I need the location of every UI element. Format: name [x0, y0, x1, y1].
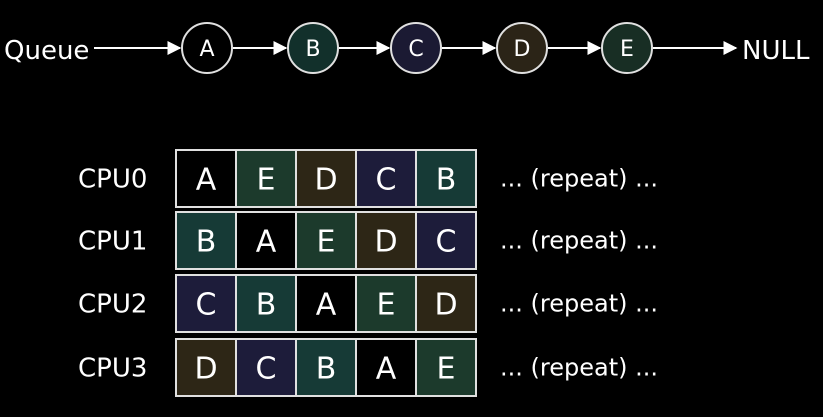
schedule-cell [355, 274, 417, 333]
repeat-label: ... (repeat) ... [500, 227, 658, 255]
schedule-cell-label: A [196, 163, 217, 198]
queue-node: C [390, 22, 442, 74]
schedule-cell-label: D [314, 163, 337, 198]
cpu-label: CPU2 [78, 290, 147, 320]
schedule-cell-label: B [316, 352, 337, 387]
queue-node: E [601, 22, 653, 74]
schedule-cell-label: D [194, 352, 217, 387]
queue-node-label: D [514, 37, 531, 62]
queue-node-label: A [199, 37, 214, 62]
cpu-row: CPU1 B A E D C ... (repeat) ... [78, 211, 658, 270]
queue-node-label: B [305, 37, 320, 62]
schedule-cell-label: B [436, 163, 457, 198]
cpu-label: CPU0 [78, 165, 147, 195]
queue-node-label: E [620, 37, 634, 62]
repeat-label: ... (repeat) ... [500, 165, 658, 193]
schedule-cell-label: E [437, 352, 456, 387]
cpu-row: CPU2 C B A E D ... (repeat) ... [78, 274, 658, 333]
queue-node-circle [181, 22, 233, 74]
schedule-cell-label: E [257, 163, 276, 198]
repeat-label: ... (repeat) ... [500, 354, 658, 382]
schedule-cell-label: C [256, 352, 277, 387]
schedule-cell-label: A [256, 225, 277, 260]
queue-nodes: A B C D E [181, 22, 653, 74]
schedule-cell-label: D [434, 288, 457, 323]
queue-node-circle [601, 22, 653, 74]
queue-node-label: C [408, 37, 423, 62]
cpu-row: CPU0 A E D C B ... (repeat) ... [78, 149, 658, 208]
schedule-cell [235, 338, 297, 397]
schedule-cell-label: A [376, 352, 397, 387]
cpu-row: CPU3 D C B A E ... (repeat) ... [78, 338, 658, 397]
schedule-cell [415, 211, 477, 270]
schedule-cell [295, 149, 357, 208]
schedule-cell-label: C [436, 225, 457, 260]
cpu-label: CPU1 [78, 227, 147, 257]
queue-node: B [287, 22, 339, 74]
queue-node-circle [496, 22, 548, 74]
queue-label: Queue [4, 36, 89, 66]
schedule-cell [295, 274, 357, 333]
queue-node-circle [390, 22, 442, 74]
schedule-cell-label: E [317, 225, 336, 260]
schedule-cell-label: C [376, 163, 397, 198]
schedule-cell [415, 149, 477, 208]
schedule-cell-label: C [196, 288, 217, 323]
schedule-cell [415, 338, 477, 397]
schedule-cell [175, 338, 237, 397]
schedule-cell [175, 274, 237, 333]
schedule-cell-label: E [377, 288, 396, 323]
schedule-cell-label: A [316, 288, 337, 323]
schedule-cell [175, 211, 237, 270]
schedule-cell-label: B [196, 225, 217, 260]
null-label: NULL [742, 36, 810, 66]
schedule-cell [235, 149, 297, 208]
schedule-cell-label: B [256, 288, 277, 323]
queue-node-circle [287, 22, 339, 74]
queue-node: D [496, 22, 548, 74]
schedule-cell [175, 149, 237, 208]
schedule-cell [355, 211, 417, 270]
cpu-label: CPU3 [78, 354, 147, 384]
schedule-cell-label: D [374, 225, 397, 260]
schedule-cell [235, 211, 297, 270]
schedule-cell [235, 274, 297, 333]
repeat-label: ... (repeat) ... [500, 290, 658, 318]
schedule-cell [415, 274, 477, 333]
queue-node: A [181, 22, 233, 74]
